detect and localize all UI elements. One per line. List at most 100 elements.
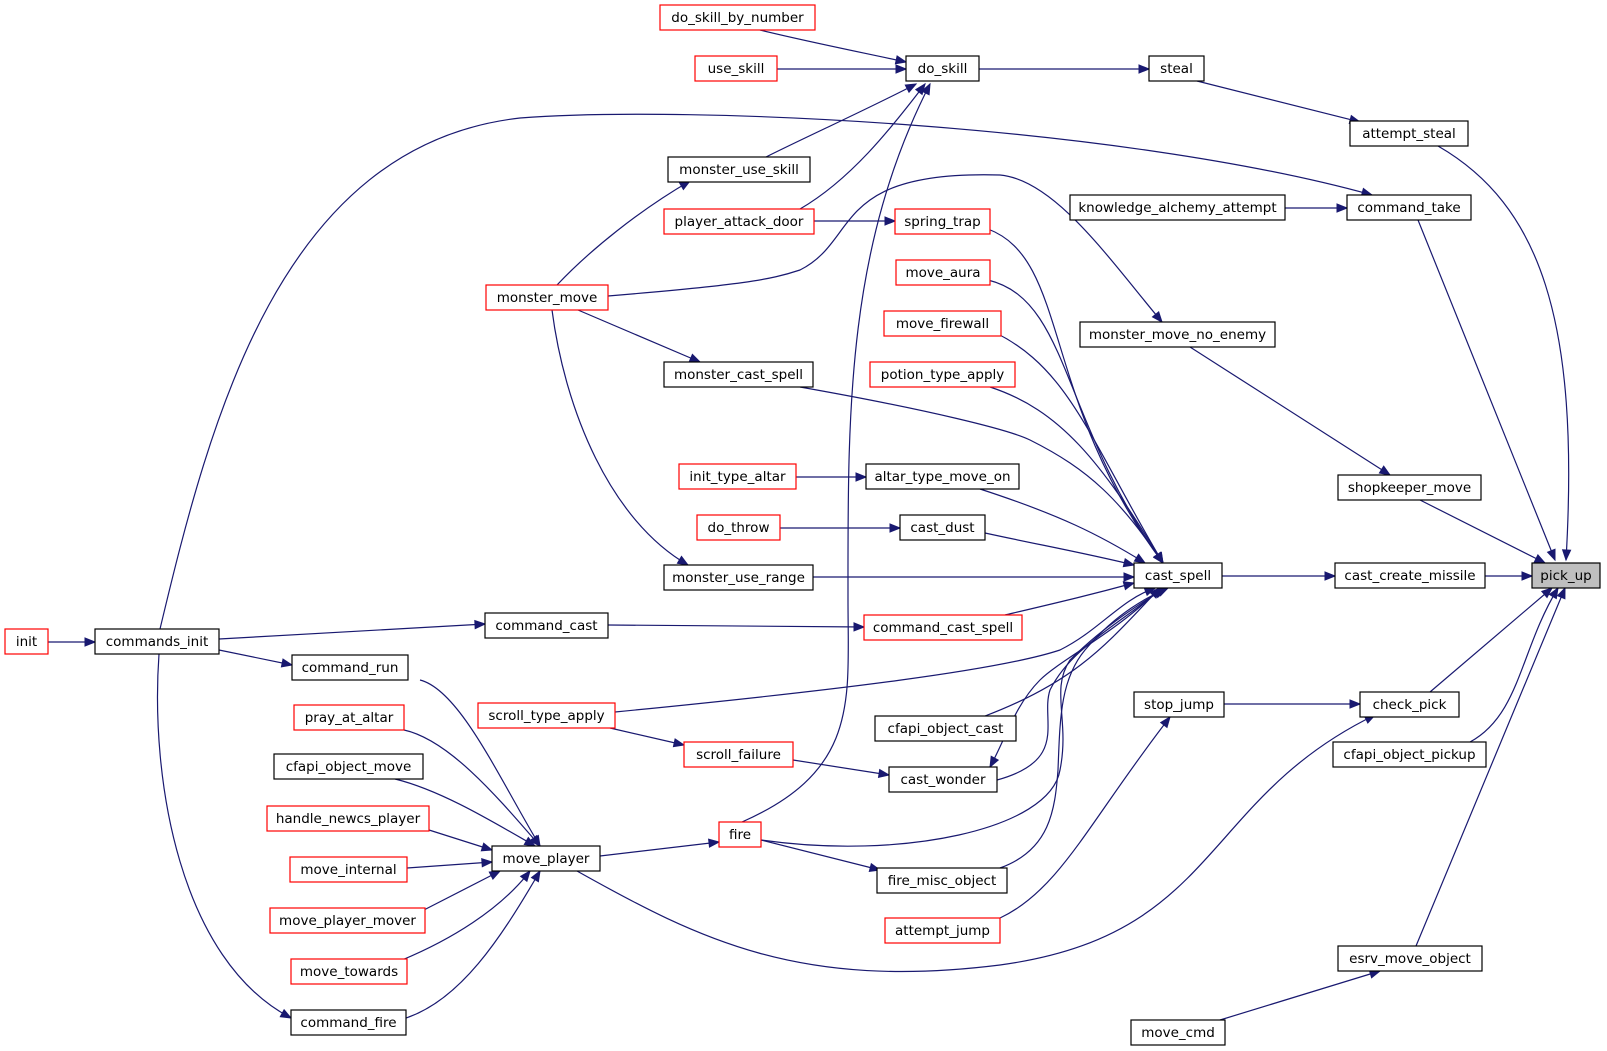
node-box[interactable] — [888, 766, 998, 793]
node-box[interactable] — [863, 614, 1023, 641]
node-box[interactable] — [266, 805, 430, 832]
node-label[interactable]: command_take — [1357, 200, 1460, 216]
node-handle_newcs_player[interactable]: handle_newcs_player — [266, 805, 430, 832]
node-label[interactable]: do_skill_by_number — [671, 10, 804, 26]
node-monster_move[interactable]: monster_move — [485, 284, 609, 311]
node-box[interactable] — [659, 4, 816, 31]
node-label[interactable]: cfapi_object_move — [286, 759, 412, 775]
node-commands_init[interactable]: commands_init — [94, 628, 220, 655]
node-box[interactable] — [1349, 120, 1469, 147]
node-box[interactable] — [94, 628, 220, 655]
node-move_towards[interactable]: move_towards — [290, 958, 408, 985]
node-box[interactable] — [894, 208, 991, 235]
node-cfapi_object_cast[interactable]: cfapi_object_cast — [874, 715, 1017, 742]
node-altar_type_move_on[interactable]: altar_type_move_on — [865, 463, 1020, 490]
node-steal[interactable]: steal — [1148, 55, 1205, 82]
node-box[interactable] — [269, 907, 426, 934]
node-label[interactable]: fire_misc_object — [888, 873, 997, 889]
node-spring_trap[interactable]: spring_trap — [894, 208, 991, 235]
node-box[interactable] — [865, 463, 1020, 490]
node-label[interactable]: move_cmd — [1141, 1025, 1215, 1041]
node-label[interactable]: commands_init — [106, 634, 209, 650]
node-box[interactable] — [899, 514, 986, 541]
node-label[interactable]: steal — [1160, 61, 1193, 77]
node-label[interactable]: do_skill — [918, 61, 968, 77]
node-label[interactable]: cast_dust — [910, 520, 974, 536]
node-label[interactable]: stop_jump — [1144, 697, 1214, 713]
node-monster_cast_spell[interactable]: monster_cast_spell — [663, 361, 814, 388]
node-stop_jump[interactable]: stop_jump — [1133, 691, 1225, 718]
node-label[interactable]: cast_create_missile — [1344, 568, 1475, 584]
node-box[interactable] — [1148, 55, 1205, 82]
node-box[interactable] — [477, 702, 616, 729]
node-box[interactable] — [1332, 741, 1487, 768]
node-box[interactable] — [4, 628, 49, 655]
node-box[interactable] — [1334, 562, 1486, 589]
node-box[interactable] — [491, 845, 601, 872]
node-knowledge_alchemy_attempt[interactable]: knowledge_alchemy_attempt — [1069, 194, 1286, 221]
node-box[interactable] — [876, 867, 1008, 894]
node-label[interactable]: esrv_move_object — [1349, 951, 1471, 967]
node-pick_up[interactable]: pick_up — [1531, 562, 1601, 589]
node-move_cmd[interactable]: move_cmd — [1130, 1019, 1226, 1046]
node-label[interactable]: init_type_altar — [689, 469, 786, 485]
node-potion_type_apply[interactable]: potion_type_apply — [869, 361, 1016, 388]
node-label[interactable]: pick_up — [1540, 568, 1591, 584]
node-command_fire[interactable]: command_fire — [290, 1009, 407, 1036]
node-box[interactable] — [1337, 474, 1482, 501]
node-esrv_move_object[interactable]: esrv_move_object — [1337, 945, 1483, 972]
node-label[interactable]: player_attack_door — [675, 214, 804, 230]
node-label[interactable]: move_internal — [300, 862, 396, 878]
node-do_skill_by_number[interactable]: do_skill_by_number — [659, 4, 816, 31]
node-label[interactable]: altar_type_move_on — [874, 469, 1010, 485]
node-label[interactable]: monster_use_skill — [679, 162, 799, 178]
node-label[interactable]: scroll_type_apply — [488, 708, 604, 724]
node-init_type_altar[interactable]: init_type_altar — [678, 463, 797, 490]
node-cfapi_object_move[interactable]: cfapi_object_move — [273, 753, 424, 780]
node-box[interactable] — [291, 654, 409, 681]
node-monster_use_range[interactable]: monster_use_range — [663, 564, 814, 591]
node-init[interactable]: init — [4, 628, 49, 655]
node-label[interactable]: move_player — [503, 851, 590, 867]
node-do_skill[interactable]: do_skill — [905, 55, 980, 82]
node-box[interactable] — [1359, 691, 1460, 718]
node-player_attack_door[interactable]: player_attack_door — [663, 208, 815, 235]
node-label[interactable]: potion_type_apply — [881, 367, 1005, 383]
node-pray_at_altar[interactable]: pray_at_altar — [293, 704, 405, 731]
node-label[interactable]: scroll_failure — [696, 747, 781, 763]
node-box[interactable] — [663, 361, 814, 388]
node-box[interactable] — [1133, 691, 1225, 718]
node-box[interactable] — [1133, 562, 1223, 589]
node-label[interactable]: cfapi_object_pickup — [1343, 747, 1475, 763]
node-box[interactable] — [683, 741, 794, 768]
node-label[interactable]: do_throw — [708, 520, 770, 536]
node-box[interactable] — [289, 856, 408, 883]
node-box[interactable] — [1346, 194, 1472, 221]
node-monster_move_no_enemy[interactable]: monster_move_no_enemy — [1079, 321, 1276, 348]
node-box[interactable] — [694, 55, 778, 82]
node-fire[interactable]: fire — [718, 821, 762, 848]
node-label[interactable]: spring_trap — [904, 214, 980, 230]
node-attempt_steal[interactable]: attempt_steal — [1349, 120, 1469, 147]
node-command_cast[interactable]: command_cast — [484, 612, 609, 639]
node-scroll_failure[interactable]: scroll_failure — [683, 741, 794, 768]
node-box[interactable] — [663, 564, 814, 591]
node-move_player_mover[interactable]: move_player_mover — [269, 907, 426, 934]
node-label[interactable]: cfapi_object_cast — [888, 721, 1004, 737]
node-scroll_type_apply[interactable]: scroll_type_apply — [477, 702, 616, 729]
node-box[interactable] — [869, 361, 1016, 388]
node-label[interactable]: monster_move_no_enemy — [1089, 327, 1266, 343]
node-move_aura[interactable]: move_aura — [895, 259, 991, 286]
node-fire_misc_object[interactable]: fire_misc_object — [876, 867, 1008, 894]
node-box[interactable] — [696, 514, 781, 541]
node-box[interactable] — [663, 208, 815, 235]
node-check_pick[interactable]: check_pick — [1359, 691, 1460, 718]
node-box[interactable] — [884, 917, 1001, 944]
node-box[interactable] — [883, 310, 1002, 337]
node-box[interactable] — [1130, 1019, 1226, 1046]
node-label[interactable]: check_pick — [1373, 697, 1447, 713]
node-shopkeeper_move[interactable]: shopkeeper_move — [1337, 474, 1482, 501]
node-label[interactable]: use_skill — [708, 61, 765, 77]
node-command_cast_spell[interactable]: command_cast_spell — [863, 614, 1023, 641]
node-cfapi_object_pickup[interactable]: cfapi_object_pickup — [1332, 741, 1487, 768]
